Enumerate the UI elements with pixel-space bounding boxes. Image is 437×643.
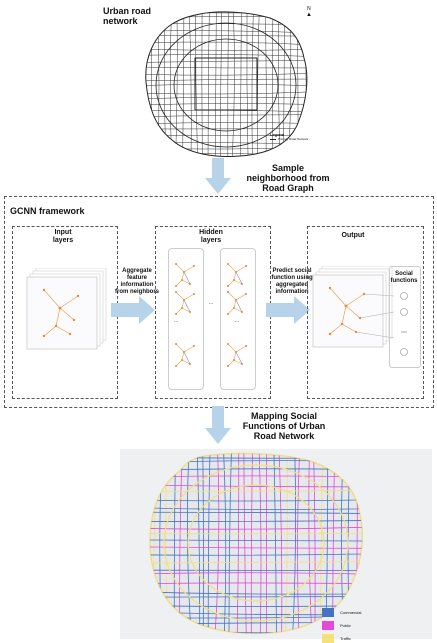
arrow2-label: Mapping Social Functions of Urban Road N… [236,411,332,441]
arrow2-label-line2: Functions of Urban [242,421,326,431]
hidden-ellipsis-left: ... [174,318,179,324]
top-map-title: Urban road network [103,6,151,26]
aggregate-label: Aggregate feature information from neigh… [110,268,164,296]
predict-line1: Predict social [272,268,312,274]
arrow2-label-line1: Mapping Social [250,411,317,421]
social-functions-title: Social functions [389,271,419,285]
input-title-line2: layers [52,237,74,244]
north-arrow-icon: ▲ [306,12,312,18]
predict-line2: function using [271,275,313,281]
input-layers-title: Input layers [38,229,88,245]
input-graph-stack [26,268,107,350]
legend-line-swatch [270,138,276,140]
gcnn-title: GCNN framework [10,206,85,216]
arrow2-label-line3: Road Network [253,431,315,441]
predict-label: Predict social function using aggregated… [267,268,317,296]
social-function-legend: Commercial Public Traffic [322,608,361,643]
arrow1-label: Sample neighborhood from Road Graph [236,163,340,193]
north-arrow: N ▲ [306,6,312,18]
hidden-column-right [220,248,256,390]
legend-item-public: Public [322,621,361,630]
output-panel [307,226,424,399]
top-map-title-line2: network [103,16,138,26]
legend-row: Primary Road Network [270,137,308,141]
social-function-map [149,452,364,635]
arrow1-label-line2: neighborhood from [246,173,330,183]
north-letter: N [307,6,311,12]
social-line1: Social [395,271,413,277]
social-functions-panel [389,266,421,368]
down-arrow-1 [205,158,231,194]
input-title-line1: Input [54,229,72,236]
top-map-legend: Legend Primary Road Network [270,132,308,141]
aggregate-line2: feature [126,275,147,281]
aggregate-line1: Aggregate [122,268,152,274]
aggregate-arrow [111,296,155,324]
legend-item-commercial: Commercial [322,608,361,617]
hidden-ellipsis-right: ... [235,318,240,324]
hidden-layer-graphs [175,263,247,367]
top-map-title-line1: Urban road [103,6,152,16]
hidden-column-left [168,248,204,390]
hidden-layers-title: Hidden layers [186,229,236,245]
traffic-label: Traffic [340,636,351,641]
aggregate-line4: from neighbors [114,289,159,295]
down-arrow-2 [205,406,231,444]
commercial-swatch [322,608,334,617]
predict-arrow [266,296,310,324]
arrow1-label-line1: Sample [271,163,304,173]
predict-line4: information [275,289,309,295]
social-function-nodes [400,292,408,356]
public-swatch [322,621,334,630]
legend-item-traffic: Traffic [322,634,361,643]
legend-item-label: Primary Road Network [278,137,309,141]
urban-road-network-map [145,11,308,157]
public-label: Public [340,623,351,628]
output-title: Output [341,232,365,239]
predict-line3: aggregated [275,282,309,288]
traffic-swatch [322,634,334,643]
output-graph-stack [312,266,395,348]
aggregate-line3: information [120,282,154,288]
social-line2: functions [390,278,418,284]
legend-title: Legend [270,132,285,137]
commercial-label: Commercial [340,610,362,615]
hidden-ellipsis-middle: ... [209,300,214,306]
hidden-title-line2: layers [200,237,222,244]
hidden-title-line1: Hidden [199,229,223,236]
arrow1-label-line3: Road Graph [262,183,314,193]
